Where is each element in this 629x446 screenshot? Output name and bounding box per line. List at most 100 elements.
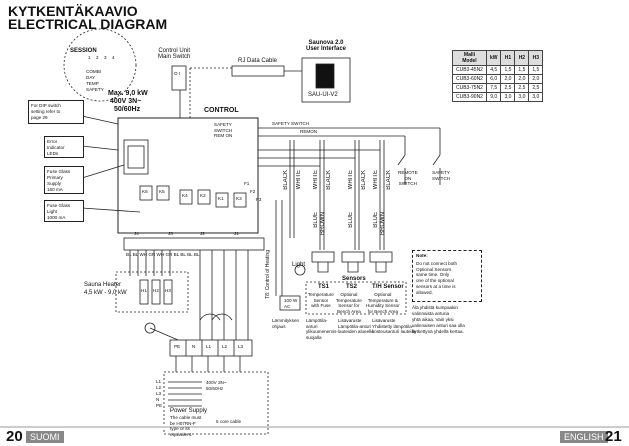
fuse-light-note: Fuse Glass Light 1000 mA	[47, 203, 71, 220]
cell: 3,0	[514, 92, 530, 102]
heater-h1: H1	[141, 288, 147, 293]
ps-line-pe: PE	[156, 403, 163, 408]
fuse-primary-note: Fuse Glass Primary Supply 160 mA	[47, 169, 71, 192]
th-label: T/H Sensor	[372, 284, 404, 290]
wire-color-blue-1: BLUE	[313, 212, 319, 228]
fi-ts1: Lämpötila- anturi ylikuumenemis- suojall…	[306, 318, 338, 340]
heater-h3: H3	[165, 288, 171, 293]
model-table-header: Malli Model kW H1 H2 H3	[452, 50, 544, 66]
model-header-model: Malli Model	[452, 50, 487, 66]
max-voltage: 400V 3N~	[110, 98, 142, 105]
main-switch[interactable]: O I	[174, 71, 181, 76]
fuse-light-box: Fuse Glass Light 1000 mA	[44, 200, 84, 222]
relay-k2: K2	[200, 193, 206, 198]
terminal-n: N	[192, 344, 196, 349]
terminal-l1: L1	[206, 344, 212, 349]
wire-label-4-top: WHITE	[373, 170, 379, 190]
huom-text: Älä yhdistä kumpaakin valinnaista anturi…	[412, 305, 465, 334]
cell: 2,5	[500, 83, 516, 93]
fi-th: Lisävaruste Yhdistetty lämpötila- kosteu…	[372, 318, 417, 334]
relay-k3: K3	[236, 196, 242, 201]
ps-line-l2: L2	[156, 385, 162, 390]
cell: 3,0	[528, 92, 544, 102]
cell: 2,0	[500, 74, 516, 84]
ts1-desc: Temperature Sensor with Fuse	[308, 292, 334, 308]
heater-h2: H2	[153, 288, 159, 293]
fi-lammitys: Lämmityksen ohjaus	[272, 318, 300, 329]
control-heating-label: T8: Control of Heating	[265, 250, 271, 299]
connector-j2: J2	[200, 231, 205, 236]
wire-color-brown-1: BROWN	[320, 212, 326, 235]
cell: CUB3-60N2	[452, 74, 487, 84]
model-header-h1: H1	[500, 50, 516, 66]
wire-label-4-bottom: BLACK	[386, 170, 392, 190]
session-switch-1[interactable]: 1	[88, 55, 91, 60]
connector-j4: J4	[134, 231, 139, 236]
relay-k5: K5	[159, 189, 165, 194]
model-header-h3: H3	[528, 50, 544, 66]
error-led-box: Error Indicator LEDs	[44, 136, 84, 158]
footer-lang-right[interactable]: ENGLISH	[560, 431, 608, 443]
wire-label-2-top: WHITE	[313, 170, 319, 190]
session-switch-3[interactable]: 3	[104, 55, 107, 60]
session-switch-4[interactable]: 4	[112, 55, 115, 60]
remon-line-label: REMON	[300, 129, 318, 134]
pin-labels: BL BL WH GR WH GR BL BL BL BL	[126, 252, 200, 257]
dip-note-box: For DIP switch setting refer to page 29	[28, 100, 84, 124]
cell: 1,5	[528, 65, 544, 75]
rj-cable-label: RJ Data Cable	[238, 58, 278, 64]
sensors-title: Sensors	[342, 276, 366, 282]
fuse-f3: F3	[256, 197, 262, 202]
session-sub-temp: TEMP	[86, 81, 99, 86]
safety-switch-line-label: SAFETY SWITCH	[272, 121, 310, 126]
wire-label-3-top: WHITE	[348, 170, 354, 190]
power-supply-cable: 5 core cable	[216, 419, 242, 424]
control-unit-label: Control Unit Main Switch	[158, 48, 191, 60]
model-header-kw: kW	[485, 50, 502, 66]
remote-switch-label: REMOTE ON SWITCH	[398, 170, 418, 186]
fuse-primary-box: Fuse Glass Primary Supply 160 mA	[44, 166, 84, 194]
power-supply-voltage: 400V 3N~ 50/60Hz	[206, 380, 227, 391]
board-safety-label: SAFETY SWITCH REM ON	[214, 122, 233, 138]
ts2-label: TS2	[346, 284, 358, 290]
cell: 1,5	[514, 65, 530, 75]
heater-power: 4,5 kW - 9,0 kW	[84, 290, 127, 296]
connector-j1: J1	[234, 231, 239, 236]
cell: CUB3-45N2	[452, 65, 487, 75]
relay-k6: K6	[142, 189, 148, 194]
cell: 2,0	[514, 74, 530, 84]
cell: CUB3-75N2	[452, 83, 487, 93]
ts2-desc: Optional Temperature Sensor for Bench Ar…	[336, 292, 362, 314]
ts1-label: TS1	[318, 284, 330, 290]
cell: 3,0	[500, 92, 516, 102]
wire-label-3-bottom: BLACK	[361, 170, 367, 190]
wire-color-blue-2: BLUE	[348, 212, 354, 228]
ps-line-n: N	[156, 397, 160, 402]
model-header-h2: H2	[514, 50, 530, 66]
page-number-left: 20	[6, 428, 23, 445]
session-switch-2[interactable]: 2	[96, 55, 99, 60]
saunova-model: SAU-UI-V2	[308, 92, 338, 98]
power-supply-note: The cable must be H07RN-F type or its eq…	[170, 415, 202, 437]
terminal-l2: L2	[222, 344, 228, 349]
relay-k1: K1	[218, 196, 224, 201]
footer-lang-left[interactable]: SUOMI	[26, 431, 64, 443]
cell: 9,0	[485, 92, 502, 102]
session-label: SESSION	[70, 48, 97, 54]
title-en: ELECTRICAL DIAGRAM	[8, 16, 168, 32]
cell: 7,5	[485, 83, 502, 93]
wire-label-2-bottom: BLACK	[326, 170, 332, 190]
cell: 2,0	[528, 74, 544, 84]
cell: 2,5	[528, 83, 544, 93]
note-title: Note:	[416, 253, 428, 258]
max-power: Max. 9,0 kW	[108, 90, 148, 97]
note-text: Do not connect both Optional Sensors sam…	[416, 261, 458, 295]
max-frequency: 50/60Hz	[114, 106, 141, 113]
control-label: CONTROL	[204, 107, 239, 114]
ps-line-l1: L1	[156, 379, 162, 384]
cell: 4,5	[485, 65, 502, 75]
